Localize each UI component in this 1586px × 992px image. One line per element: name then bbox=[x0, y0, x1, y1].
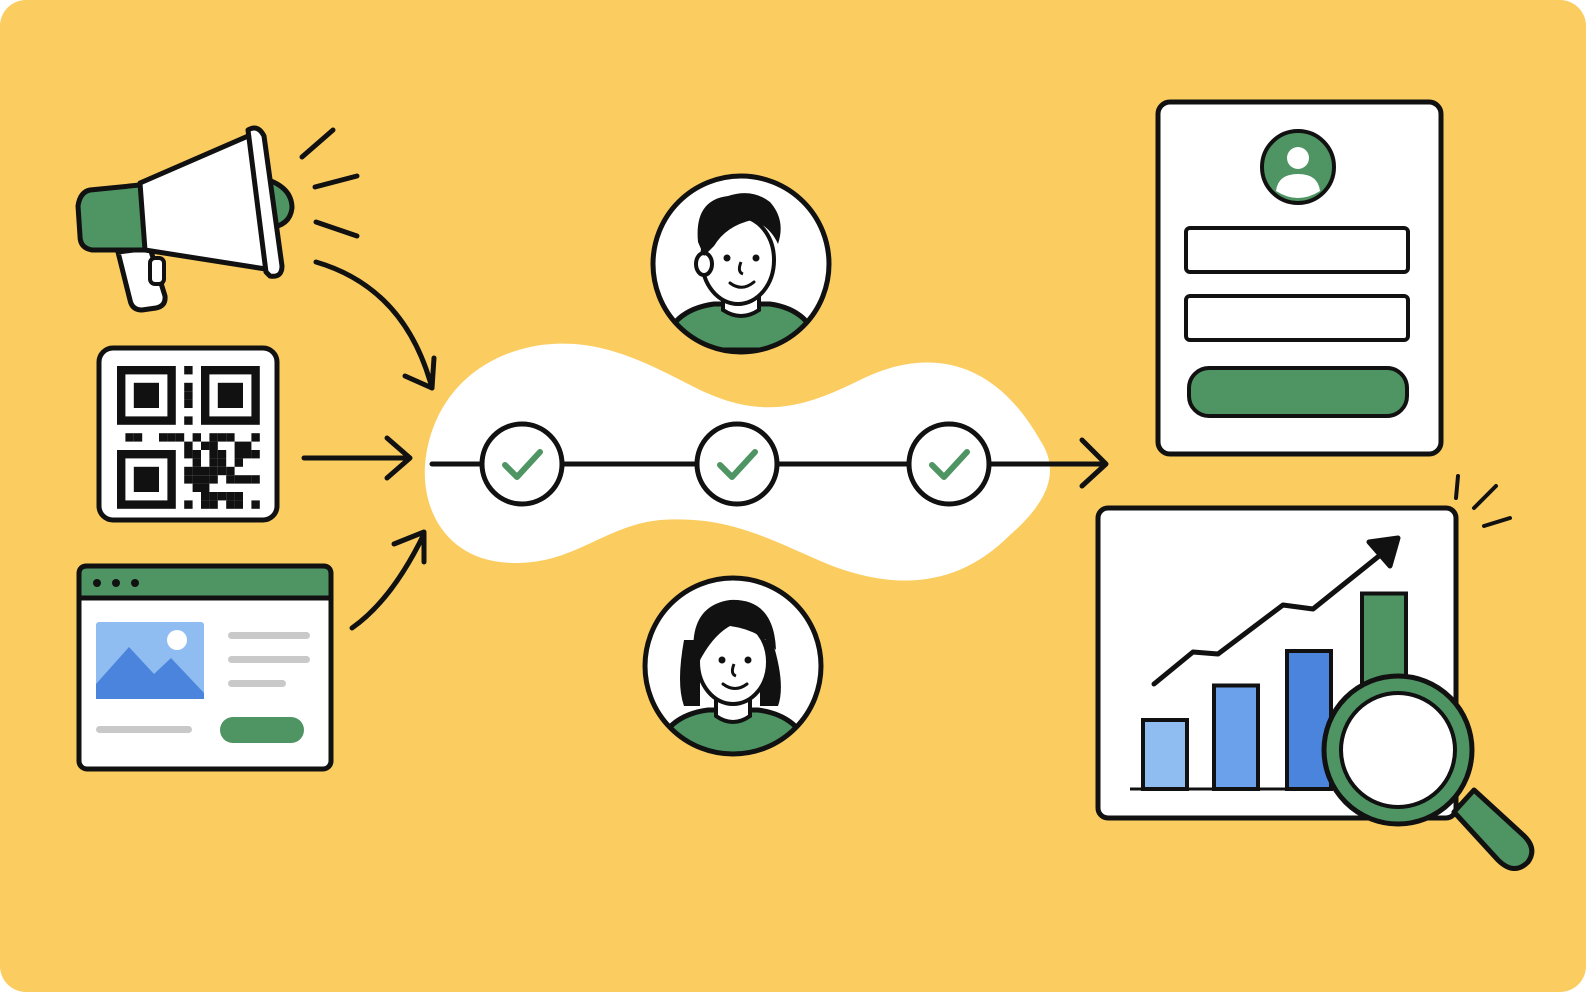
person-man-avatar bbox=[650, 173, 832, 355]
check-icon bbox=[929, 449, 970, 480]
chart-bar bbox=[1212, 683, 1260, 791]
web-page-icon bbox=[76, 563, 334, 772]
flow-step-1 bbox=[479, 421, 565, 507]
form-field bbox=[1184, 226, 1410, 274]
megaphone-icon bbox=[75, 125, 360, 313]
magnifier-icon bbox=[1321, 673, 1535, 871]
trend-arrow-icon bbox=[1151, 535, 1401, 687]
user-avatar-icon bbox=[1260, 129, 1336, 205]
growth-chart-card bbox=[1095, 474, 1535, 871]
image-placeholder-icon bbox=[96, 622, 204, 699]
form-submit-button bbox=[1187, 366, 1409, 418]
incoming-arrows bbox=[301, 259, 437, 631]
qr-code-icon bbox=[96, 345, 280, 523]
flow-step-2 bbox=[694, 421, 780, 507]
check-icon bbox=[502, 449, 543, 480]
flow-step-3 bbox=[906, 421, 992, 507]
arrow-from-web-page bbox=[349, 531, 427, 631]
signup-form-card bbox=[1155, 99, 1444, 457]
check-icon bbox=[717, 449, 758, 480]
sparkle-lines bbox=[1454, 474, 1512, 528]
arrow-from-megaphone bbox=[313, 259, 435, 391]
chart-bar bbox=[1141, 718, 1189, 791]
flow-steps bbox=[479, 421, 992, 507]
form-field bbox=[1184, 294, 1410, 342]
